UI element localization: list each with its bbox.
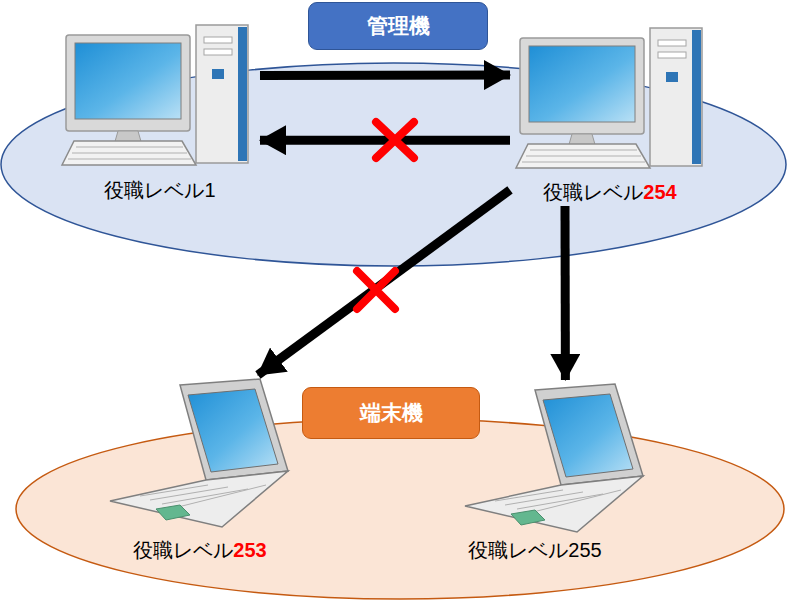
group-tag: 管理機: [308, 2, 488, 50]
blocked-mark: [357, 122, 414, 309]
arrow-connector: [258, 190, 510, 375]
desktop-pc-icon: [516, 28, 706, 188]
arrow-connector: [561, 206, 570, 380]
region-ellipse: [15, 418, 785, 600]
caption-prefix: 役職レベル: [543, 181, 643, 203]
role-level-caption: 役職レベル255: [440, 537, 630, 563]
computer-node: 役職レベル253: [105, 375, 295, 565]
laptop-icon: [465, 380, 655, 540]
group-title: 端末機: [360, 399, 423, 427]
arrow-connector: [260, 70, 510, 79]
caption-level-number: 254: [643, 181, 676, 203]
desktop-pc-icon: [62, 25, 252, 185]
group-title: 管理機: [367, 12, 430, 40]
role-level-caption: 役職レベル1: [60, 177, 260, 203]
computer-node: 役職レベル254: [510, 28, 710, 206]
caption-level-number: 253: [233, 539, 266, 561]
arrow-connector: [260, 136, 510, 145]
laptop-icon: [110, 375, 300, 535]
computer-node: 役職レベル1: [60, 25, 260, 205]
group-region: 端末機役職レベル253役職レベル255: [15, 418, 785, 600]
caption-prefix: 役職レベル: [133, 539, 233, 561]
role-level-caption: 役職レベル253: [105, 537, 295, 563]
group-region: 管理機役職レベル1役職レベル254: [0, 62, 787, 267]
role-level-caption: 役職レベル254: [510, 179, 710, 205]
group-tag: 端末機: [302, 387, 480, 439]
